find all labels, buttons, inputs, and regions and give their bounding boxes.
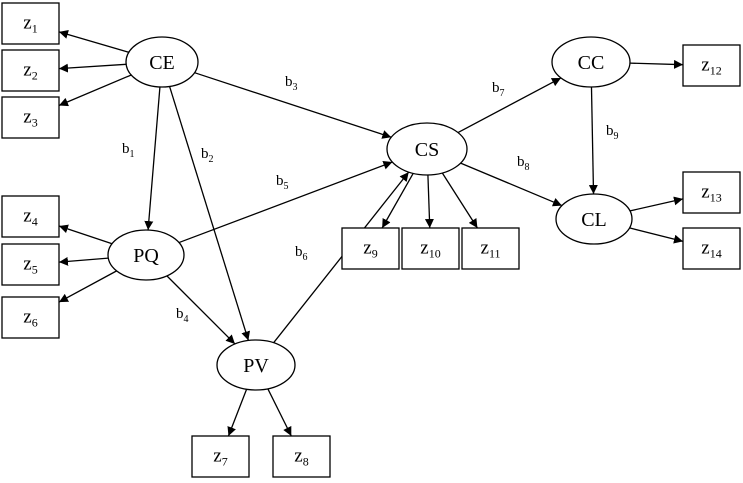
loading-arrow-cl-z14 xyxy=(629,227,684,244)
indicator-label-z10: z10 xyxy=(420,238,440,261)
path-arrow-b4 xyxy=(166,275,236,345)
indicator-box-z11 xyxy=(461,227,520,270)
indicator-box-z14 xyxy=(682,227,741,270)
latent-ellipse-ce xyxy=(125,36,199,88)
loading-arrow-cs-z10 xyxy=(424,174,434,229)
path-label-b2: b2 xyxy=(201,146,214,165)
indicator-label-z14: z14 xyxy=(701,238,721,261)
indicator-z12: z12 xyxy=(682,44,741,87)
loading-arrow-pq-z4 xyxy=(58,224,113,245)
latent-ellipse-cs xyxy=(386,122,468,176)
loading-arrow-ce-z3 xyxy=(58,74,132,107)
loading-arrow-pv-z7 xyxy=(227,389,248,437)
indicator-box-z8 xyxy=(272,435,331,478)
path-arrow-b1 xyxy=(144,86,161,231)
latent-node-ce: CE xyxy=(125,36,199,88)
latent-node-pv: PV xyxy=(216,339,296,391)
path-label-b9: b9 xyxy=(606,123,619,142)
path-arrow-b5 xyxy=(178,161,393,244)
indicator-box-z9 xyxy=(341,227,400,270)
path-label-b7: b7 xyxy=(492,80,505,99)
indicator-label-z4: z4 xyxy=(23,206,37,229)
loading-arrow-pv-z8 xyxy=(267,388,292,437)
path-arrow-b6 xyxy=(273,171,410,344)
indicator-z9: z9 xyxy=(341,227,400,270)
latent-node-cs: CS xyxy=(386,122,468,176)
loading-arrow-ce-z2 xyxy=(58,63,127,73)
loading-arrow-pq-z5 xyxy=(58,256,109,266)
path-label-b4: b4 xyxy=(176,306,189,325)
indicator-z5: z5 xyxy=(1,243,60,286)
indicator-label-z8: z8 xyxy=(294,446,308,469)
indicator-z6: z6 xyxy=(1,296,60,339)
indicator-box-z1 xyxy=(1,2,60,45)
loading-arrow-cl-z13 xyxy=(629,196,684,212)
indicator-label-z7: z7 xyxy=(213,446,227,469)
latent-ellipse-pv xyxy=(216,339,296,391)
indicator-box-z5 xyxy=(1,243,60,286)
indicator-label-z5: z5 xyxy=(23,254,37,277)
path-arrow-b3 xyxy=(194,72,392,139)
indicator-box-z7 xyxy=(191,435,250,478)
loading-arrow-cs-z11 xyxy=(441,172,478,229)
indicator-label-z13: z13 xyxy=(701,182,721,205)
indicator-label-z3: z3 xyxy=(23,107,37,130)
indicator-box-z3 xyxy=(1,96,60,139)
path-arrow-b8 xyxy=(460,162,563,207)
latent-label-cc: CC xyxy=(578,52,605,74)
indicator-label-z1: z1 xyxy=(23,13,37,36)
path-arrow-b7 xyxy=(457,77,562,134)
edges-layer xyxy=(58,30,684,437)
latent-label-cs: CS xyxy=(415,139,439,161)
latent-node-pq: PQ xyxy=(107,229,185,281)
indicator-box-z12 xyxy=(682,44,741,87)
indicator-z10: z10 xyxy=(401,227,460,270)
loading-arrow-pq-z6 xyxy=(58,270,117,303)
path-label-b8: b8 xyxy=(517,154,530,173)
indicator-z4: z4 xyxy=(1,195,60,238)
latent-ellipse-cc xyxy=(551,36,631,88)
indicator-label-z2: z2 xyxy=(23,60,37,83)
latent-label-pv: PV xyxy=(243,355,269,377)
indicator-box-z2 xyxy=(1,49,60,92)
latent-ellipse-pq xyxy=(107,229,185,281)
indicator-label-z12: z12 xyxy=(701,55,721,78)
indicator-label-z9: z9 xyxy=(363,238,377,261)
indicator-label-z11: z11 xyxy=(481,238,501,261)
path-label-b3: b3 xyxy=(285,74,298,93)
latent-node-cc: CC xyxy=(551,36,631,88)
latent-label-ce: CE xyxy=(149,52,175,74)
path-arrow-b2 xyxy=(168,86,251,341)
latent-node-cl: CL xyxy=(555,193,633,245)
indicator-box-z10 xyxy=(401,227,460,270)
indicator-z8: z8 xyxy=(272,435,331,478)
loading-arrow-ce-z1 xyxy=(58,30,130,53)
latent-ellipse-cl xyxy=(555,193,633,245)
indicator-label-z6: z6 xyxy=(23,307,37,330)
path-label-b5: b5 xyxy=(276,173,289,192)
indicator-box-z13 xyxy=(682,171,741,214)
loading-arrow-cc-z12 xyxy=(629,59,684,69)
indicator-z13: z13 xyxy=(682,171,741,214)
indicator-z11: z11 xyxy=(461,227,520,270)
indicator-box-z6 xyxy=(1,296,60,339)
path-label-b1: b1 xyxy=(122,141,135,160)
latent-label-cl: CL xyxy=(581,209,607,231)
path-arrow-b9 xyxy=(588,86,598,195)
indicator-z7: z7 xyxy=(191,435,250,478)
path-labels-layer: b1 b2 b3 b4 b5 b6 b7 b8 b9 xyxy=(122,74,619,325)
indicator-z2: z2 xyxy=(1,49,60,92)
latent-label-pq: PQ xyxy=(133,245,159,267)
path-label-b6: b6 xyxy=(295,244,308,263)
indicator-z3: z3 xyxy=(1,96,60,139)
loading-arrow-cs-z9 xyxy=(381,173,414,229)
indicator-box-z4 xyxy=(1,195,60,238)
indicator-z14: z14 xyxy=(682,227,741,270)
indicator-z1: z1 xyxy=(1,2,60,45)
